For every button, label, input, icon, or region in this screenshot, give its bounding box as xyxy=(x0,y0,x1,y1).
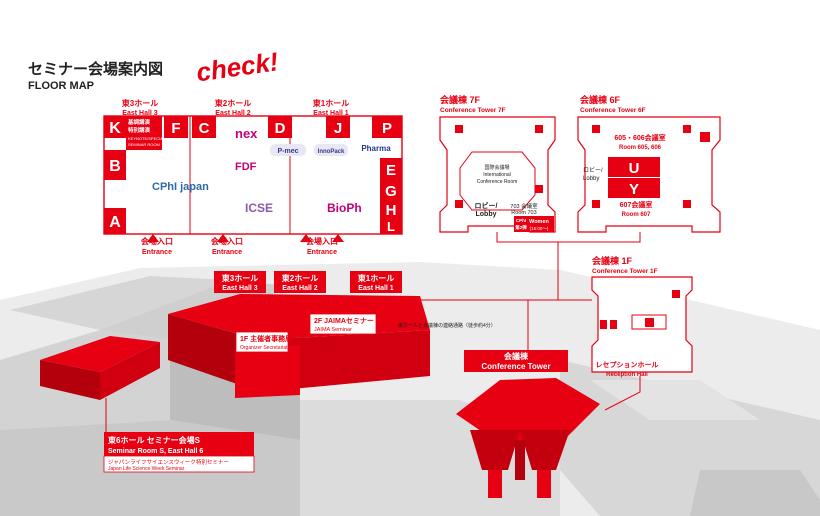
entrance-2-en: Entrance xyxy=(212,249,242,256)
hall1-header-jp: 東1ホール xyxy=(313,98,349,108)
6f-title-en: Conference Tower 6F xyxy=(580,107,646,114)
zone-L: L xyxy=(387,219,395,234)
7f-center-line1: 国際会議場 xyxy=(484,164,509,171)
7f-title-en: Conference Tower 7F xyxy=(440,107,506,114)
zone-A: A xyxy=(109,214,121,231)
header: セミナー会場案内図 FLOOR MAP check! xyxy=(28,46,281,92)
tower-label-jp: 会議棟 xyxy=(504,351,529,361)
hall3-header-jp: 東3ホール xyxy=(122,98,158,108)
entrance-3-jp: 会場入口 xyxy=(306,236,338,246)
life-science-jp: ジャパンライフサイエンスウィーク特別セミナー xyxy=(108,458,229,466)
6f-lobby-jp: ロビー/ xyxy=(583,166,603,174)
7f-room703-jp: 703 会議室 xyxy=(510,202,538,210)
keynote-line2: 特別講演 xyxy=(128,126,151,134)
hall1-label-en: East Hall 1 xyxy=(358,285,394,292)
hall2-label-jp: 東2ホール xyxy=(282,273,318,283)
secretariat-jp: 1F 主催者事務局 xyxy=(240,334,292,343)
7f-room703-en: Room 703 xyxy=(511,210,536,216)
6f-lobby-en: Lobby xyxy=(583,176,599,182)
hall3-label-jp: 東3ホール xyxy=(222,273,258,283)
zone-Y: Y xyxy=(629,181,639,198)
zone-P: P xyxy=(382,120,392,137)
keynote-line1: 基調講演 xyxy=(127,118,151,126)
keynote-line3: KEYNOTE/SPECIAL xyxy=(128,136,166,141)
entrance-2-jp: 会場入口 xyxy=(211,236,243,246)
zone-B: B xyxy=(109,158,121,175)
jaima-jp: 2F JAIMAセミナー xyxy=(314,317,374,325)
logo-innopack: InnoPack xyxy=(318,149,345,155)
entrance-3-en: Entrance xyxy=(307,249,337,256)
zone-E: E xyxy=(386,162,396,179)
1f-elevator-icons xyxy=(600,290,680,329)
zone-U: U xyxy=(629,160,640,177)
life-science-en: Japan Life Science Week Seminar xyxy=(108,466,185,472)
logo-pmec: P-mec xyxy=(277,148,298,155)
reception-hall-jp: レセプションホール xyxy=(596,360,659,369)
east-hall-plan: 東3ホール East Hall 3 東2ホール East Hall 2 東1ホー… xyxy=(103,98,403,256)
conference-1f: 会議棟 1F Conference Tower 1F レセプションホール Rec… xyxy=(591,255,693,378)
7f-center-line3: Conference Room xyxy=(477,179,518,185)
entrance-1-jp: 会場入口 xyxy=(141,236,173,246)
page-subtitle: FLOOR MAP xyxy=(28,80,94,92)
1f-title-jp: 会議棟 1F xyxy=(592,255,633,266)
women-label-3: 第2弾 xyxy=(515,224,527,231)
women-label-2: Women xyxy=(529,219,549,225)
women-label-1: CPhI xyxy=(516,218,526,223)
6f-rooms-605-jp: 605・606会議室 xyxy=(614,133,665,142)
hall1-header-en: East Hall 1 xyxy=(313,110,349,117)
7f-center-line2: International xyxy=(483,172,511,178)
zone-J: J xyxy=(334,120,342,137)
hall6-label-en: Seminar Room S, East Hall 6 xyxy=(108,448,203,455)
east-hall-6-shape xyxy=(40,336,160,372)
hall3-header-en: East Hall 3 xyxy=(122,110,158,117)
1f-title-en: Conference Tower 1F xyxy=(592,268,658,275)
logo-bioph: BioPh xyxy=(327,201,362,215)
conference-7f: 会議棟 7F Conference Tower 7F 国際会議場 Interna… xyxy=(439,94,556,233)
keynote-line4: SEMINAR ROOM xyxy=(128,142,160,147)
zone-G: G xyxy=(385,183,397,200)
6f-elevator-icons xyxy=(592,125,710,208)
hall3-label-en: East Hall 3 xyxy=(222,285,258,292)
secretariat-en: Organizer Secretariat xyxy=(240,345,288,351)
connector-lines xyxy=(105,232,641,432)
zone-D: D xyxy=(275,120,286,137)
check-label: check! xyxy=(194,46,280,87)
7f-title-jp: 会議棟 7F xyxy=(440,94,481,105)
hall2-header-en: East Hall 2 xyxy=(215,110,251,117)
jaima-en: JAIMA Seminar xyxy=(314,327,352,333)
cphi-women-badge xyxy=(514,216,554,232)
zone-C: C xyxy=(199,120,210,137)
logo-cphi: CPhI japan xyxy=(152,181,209,193)
reception-hall-en: Reception Hall xyxy=(606,372,648,378)
page-title: セミナー会場案内図 xyxy=(28,60,163,78)
6f-room607-jp: 607会議室 xyxy=(620,200,653,209)
hall2-label-en: East Hall 2 xyxy=(282,285,318,292)
overview-labels: 東3ホール East Hall 3 東2ホール East Hall 2 東1ホー… xyxy=(103,271,568,473)
7f-lobby-jp: ロビー/ xyxy=(475,201,498,210)
conference-tower-shape xyxy=(456,378,600,444)
hall2-header-jp: 東2ホール xyxy=(215,98,251,108)
logo-fdf: FDF xyxy=(235,161,257,173)
logo-icse: ICSE xyxy=(245,201,273,215)
zone-F: F xyxy=(171,120,180,137)
conference-6f: 会議棟 6F Conference Tower 6F 605・606会議室 Ro… xyxy=(577,94,721,233)
zone-H: H xyxy=(386,202,397,219)
logo-nex: nex xyxy=(235,126,258,141)
6f-room607-en: Room 607 xyxy=(622,212,651,218)
tower-label-en: Conference Tower xyxy=(481,362,550,371)
logo-pharma: Pharma xyxy=(361,144,391,153)
hall1-label-jp: 東1ホール xyxy=(358,273,394,283)
hall6-label-jp: 東6ホール セミナー会場S xyxy=(108,435,201,445)
hall-headers: 東3ホール East Hall 3 東2ホール East Hall 2 東1ホー… xyxy=(122,98,349,117)
zone-K: K xyxy=(109,120,121,137)
women-label-4: (15:00～) xyxy=(530,226,549,231)
6f-rooms-605-en: Room 605, 606 xyxy=(619,145,662,151)
walkway-note: 東ホールと会議棟の連絡通路（徒歩約4分） xyxy=(398,322,496,329)
6f-title-jp: 会議棟 6F xyxy=(580,94,621,105)
7f-lobby-en: Lobby xyxy=(476,211,497,218)
entrance-1-en: Entrance xyxy=(142,249,172,256)
7f-elevator-icons xyxy=(455,125,543,208)
